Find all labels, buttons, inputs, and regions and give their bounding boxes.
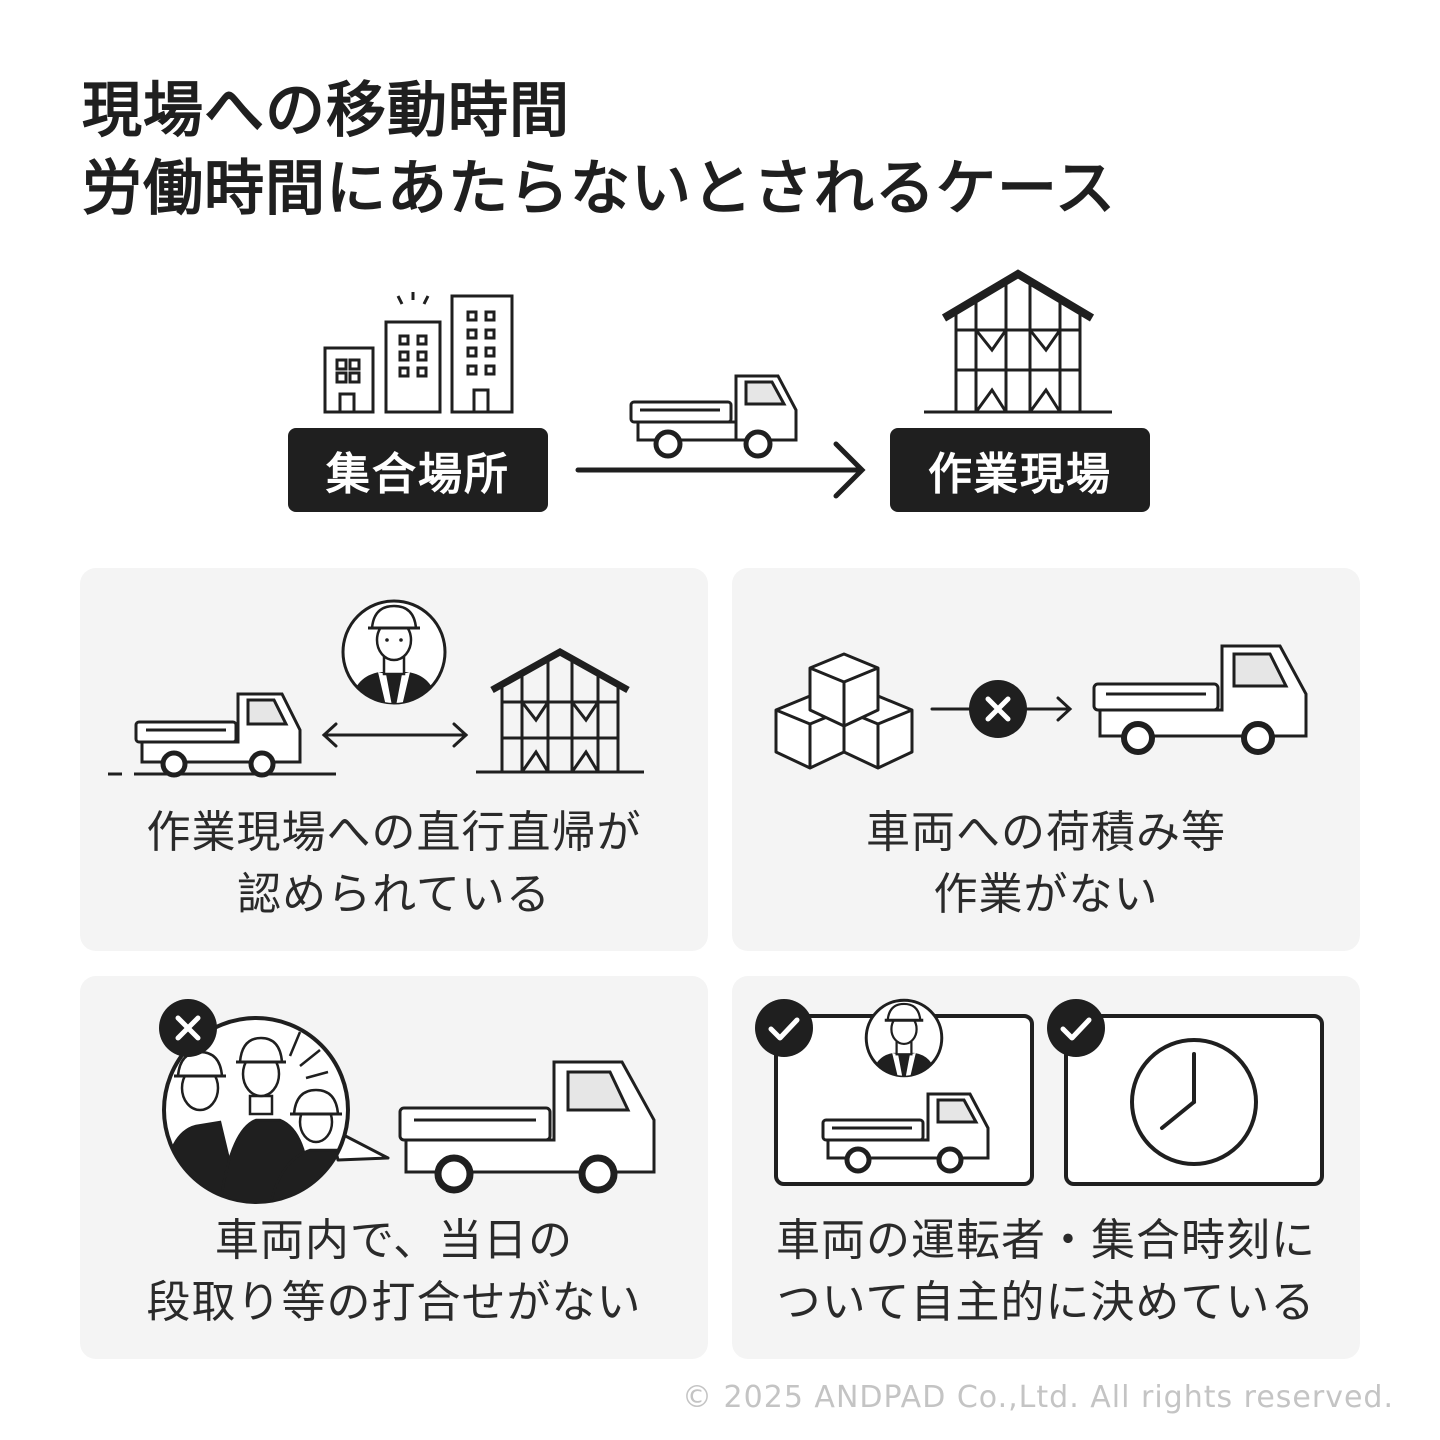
assembly-point-label: 集合場所 <box>288 428 548 512</box>
check-icon <box>1047 999 1105 1057</box>
cross-arrow-icon <box>930 680 1073 738</box>
copyright-text: © 2025 ANDPAD Co.,Ltd. All rights reserv… <box>682 1380 1394 1415</box>
case-text-line-1: 車両への荷積み等 <box>866 807 1226 858</box>
worker-icon <box>341 599 447 705</box>
house-frame-icon <box>924 269 1112 414</box>
case-card-voluntary-decision: 車両の運転者・集合時刻に ついて自主的に決めている <box>732 976 1360 1359</box>
case-text: 車両の運転者・集合時刻に ついて自主的に決めている <box>732 1210 1360 1334</box>
title-line-1: 現場への移動時間 <box>82 76 570 146</box>
title-line-2: 労働時間にあたらないとされるケース <box>82 154 1116 224</box>
worker-icon <box>864 998 944 1078</box>
case-text-line-2: 段取り等の打合せがない <box>146 1277 642 1328</box>
case-text: 作業現場への直行直帰が 認められている <box>80 802 708 926</box>
case-text: 車両内で、当日の 段取り等の打合せがない <box>80 1210 708 1334</box>
case-text-line-1: 車両の運転者・集合時刻に <box>776 1215 1316 1266</box>
case-card-no-loading: 車両への荷積み等 作業がない <box>732 568 1360 951</box>
clock-icon <box>1130 1038 1258 1166</box>
case-card-direct-commute: 作業現場への直行直帰が 認められている <box>80 568 708 951</box>
arrow-right-icon <box>575 441 866 499</box>
double-arrow-icon <box>321 722 469 748</box>
truck-icon <box>629 374 798 459</box>
truck-icon <box>398 1060 656 1194</box>
case-text: 車両への荷積み等 作業がない <box>732 802 1360 926</box>
work-site-label: 作業現場 <box>890 428 1150 512</box>
case-text-line-2: ついて自主的に決めている <box>776 1277 1316 1328</box>
case-text-line-2: 作業がない <box>933 869 1159 920</box>
case-text-line-1: 車両内で、当日の <box>214 1215 574 1266</box>
page-title: 現場への移動時間 労働時間にあたらないとされるケース <box>82 72 1116 228</box>
check-icon <box>755 999 813 1057</box>
office-buildings-icon <box>323 292 514 414</box>
truck-icon <box>821 1092 990 1174</box>
case-text-line-2: 認められている <box>237 869 551 920</box>
house-frame-icon <box>476 647 644 774</box>
worker-group-icon <box>162 1016 390 1204</box>
truck-icon <box>108 692 336 778</box>
case-text-line-1: 作業現場への直行直帰が <box>146 807 642 858</box>
case-card-no-meeting: 車両内で、当日の 段取り等の打合せがない <box>80 976 708 1359</box>
boxes-icon <box>774 652 914 770</box>
cross-icon <box>159 999 217 1057</box>
truck-icon <box>1092 644 1308 755</box>
